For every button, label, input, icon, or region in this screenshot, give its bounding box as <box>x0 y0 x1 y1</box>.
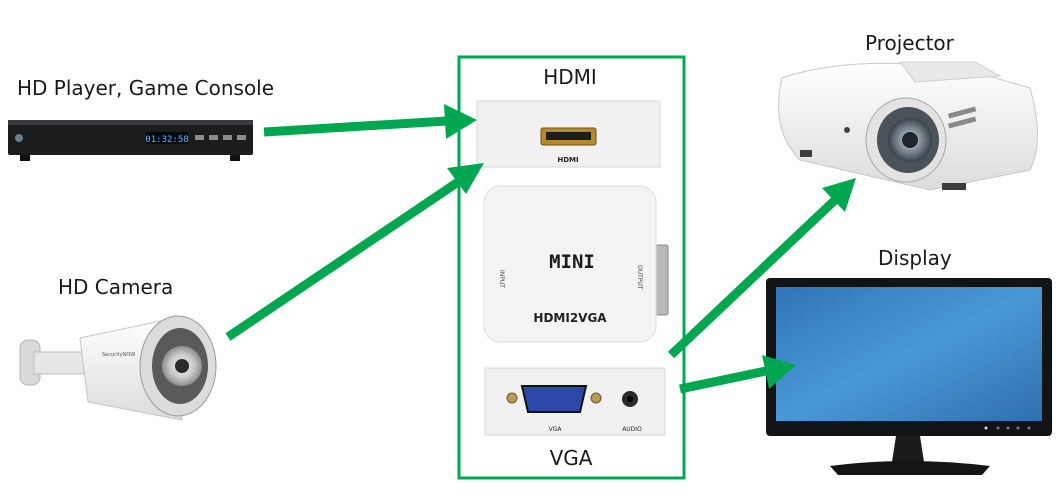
hdmi-caption: HDMI <box>543 65 597 89</box>
converter-frame <box>457 55 686 480</box>
port-audio-label: AUDIO <box>622 426 642 433</box>
arrow-icon <box>225 104 856 394</box>
converter-vga-side: VGA AUDIO <box>484 367 666 436</box>
player-clock: 01:32:58 <box>145 135 188 145</box>
converter-hdmi-side: HDMI <box>476 100 661 168</box>
display-device <box>766 278 1052 475</box>
model-text: HDMI2VGA <box>533 311 607 325</box>
projector-device <box>778 61 1038 191</box>
hd-player-device: 01:32:58 <box>8 120 253 161</box>
hd-player-label: HD Player, Game Console <box>17 76 275 100</box>
hd-camera-device: SecurityNOW <box>19 315 217 421</box>
hd-camera-label: HD Camera <box>58 275 174 299</box>
port-hdmi-label: HDMI <box>557 156 578 164</box>
vga-caption: VGA <box>550 446 593 470</box>
output-text: OUTPUT <box>636 265 643 290</box>
mini-text: MINI <box>549 251 595 273</box>
port-vga-label: VGA <box>549 426 563 433</box>
display-label: Display <box>878 246 952 270</box>
camera-brand: SecurityNOW <box>102 352 135 358</box>
input-text: INPUT <box>498 270 505 288</box>
projector-label: Projector <box>865 31 954 55</box>
converter-box: MINI HDMI2VGA INPUT OUTPUT <box>483 185 669 343</box>
